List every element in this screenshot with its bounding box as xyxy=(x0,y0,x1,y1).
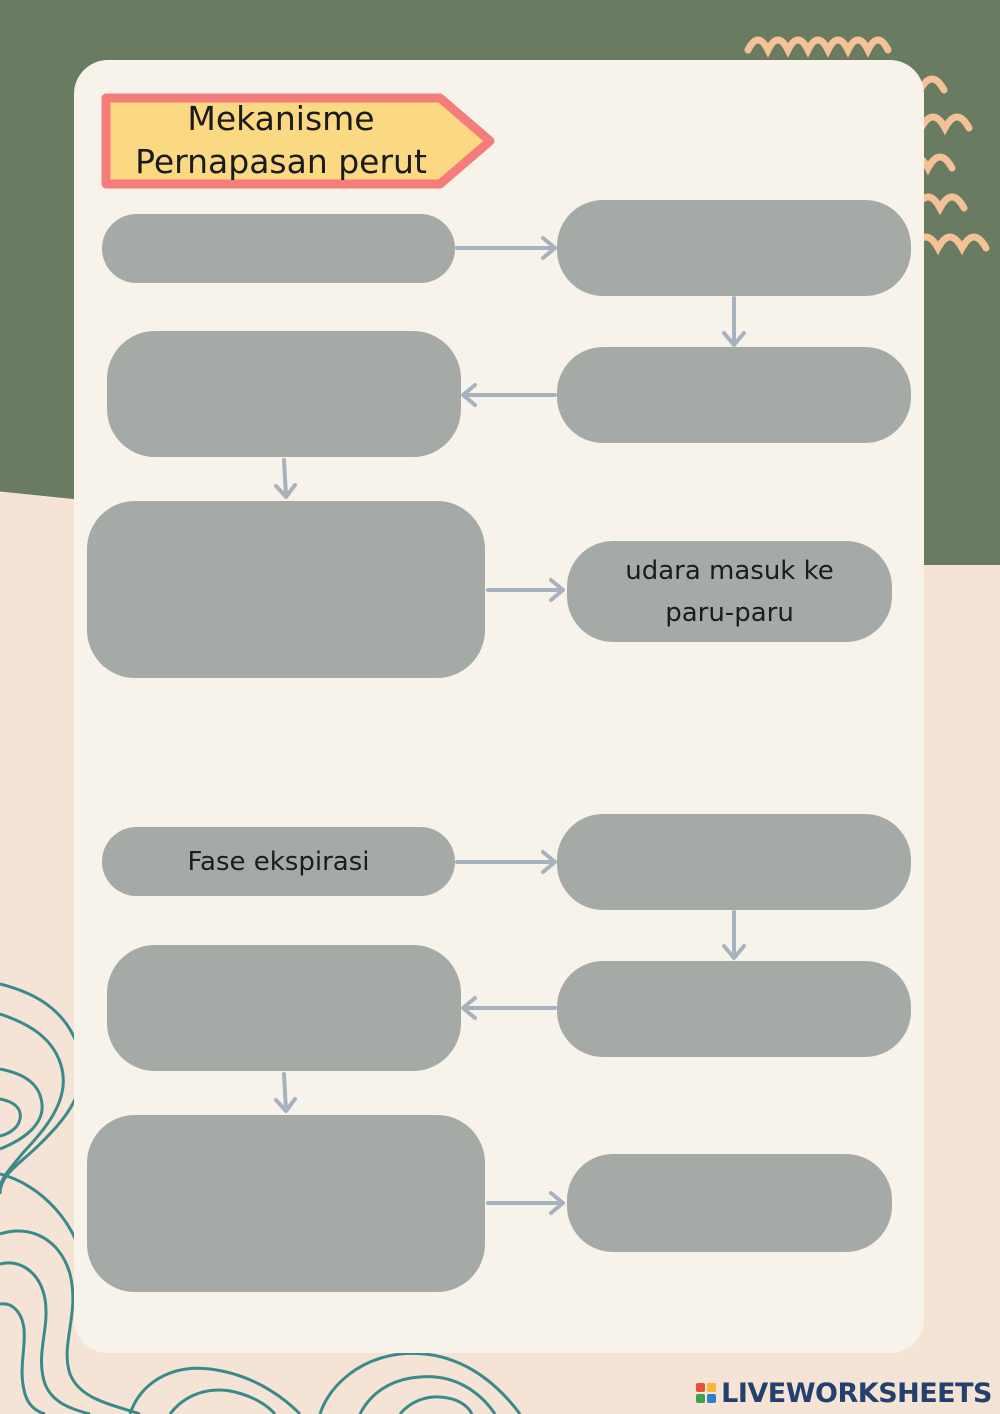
title-line-1: Mekanisme xyxy=(187,99,375,138)
ekspirasi-box-6[interactable] xyxy=(567,1154,892,1252)
liveworksheets-brand: LIVEWORKSHEETS xyxy=(721,1377,992,1409)
liveworksheets-logo-icon xyxy=(696,1383,717,1403)
inspirasi-box-5[interactable] xyxy=(87,501,485,678)
worksheet-title-tag: Mekanisme Pernapasan perut xyxy=(100,92,498,190)
worksheet-title: Mekanisme Pernapasan perut xyxy=(100,97,462,183)
liveworksheets-logo: LIVEWORKSHEETS xyxy=(696,1377,992,1409)
ekspirasi-box-2[interactable] xyxy=(557,814,911,910)
ekspirasi-box-3[interactable] xyxy=(557,961,911,1057)
title-line-2: Pernapasan perut xyxy=(135,142,427,181)
inspirasi-box-4[interactable] xyxy=(107,331,461,457)
ekspirasi-box-4[interactable] xyxy=(107,945,461,1071)
contour-lines-decoration xyxy=(0,982,522,1414)
inspirasi-box-6[interactable]: udara masuk ke paru-paru xyxy=(567,541,892,642)
inspirasi-box-2[interactable] xyxy=(557,200,911,296)
ekspirasi-box-5[interactable] xyxy=(87,1115,485,1292)
ekspirasi-box-1[interactable]: Fase ekspirasi xyxy=(102,827,455,896)
title-tag-shape xyxy=(101,93,495,189)
inspirasi-box-3[interactable] xyxy=(557,347,911,443)
inspirasi-box-1[interactable] xyxy=(102,214,455,283)
